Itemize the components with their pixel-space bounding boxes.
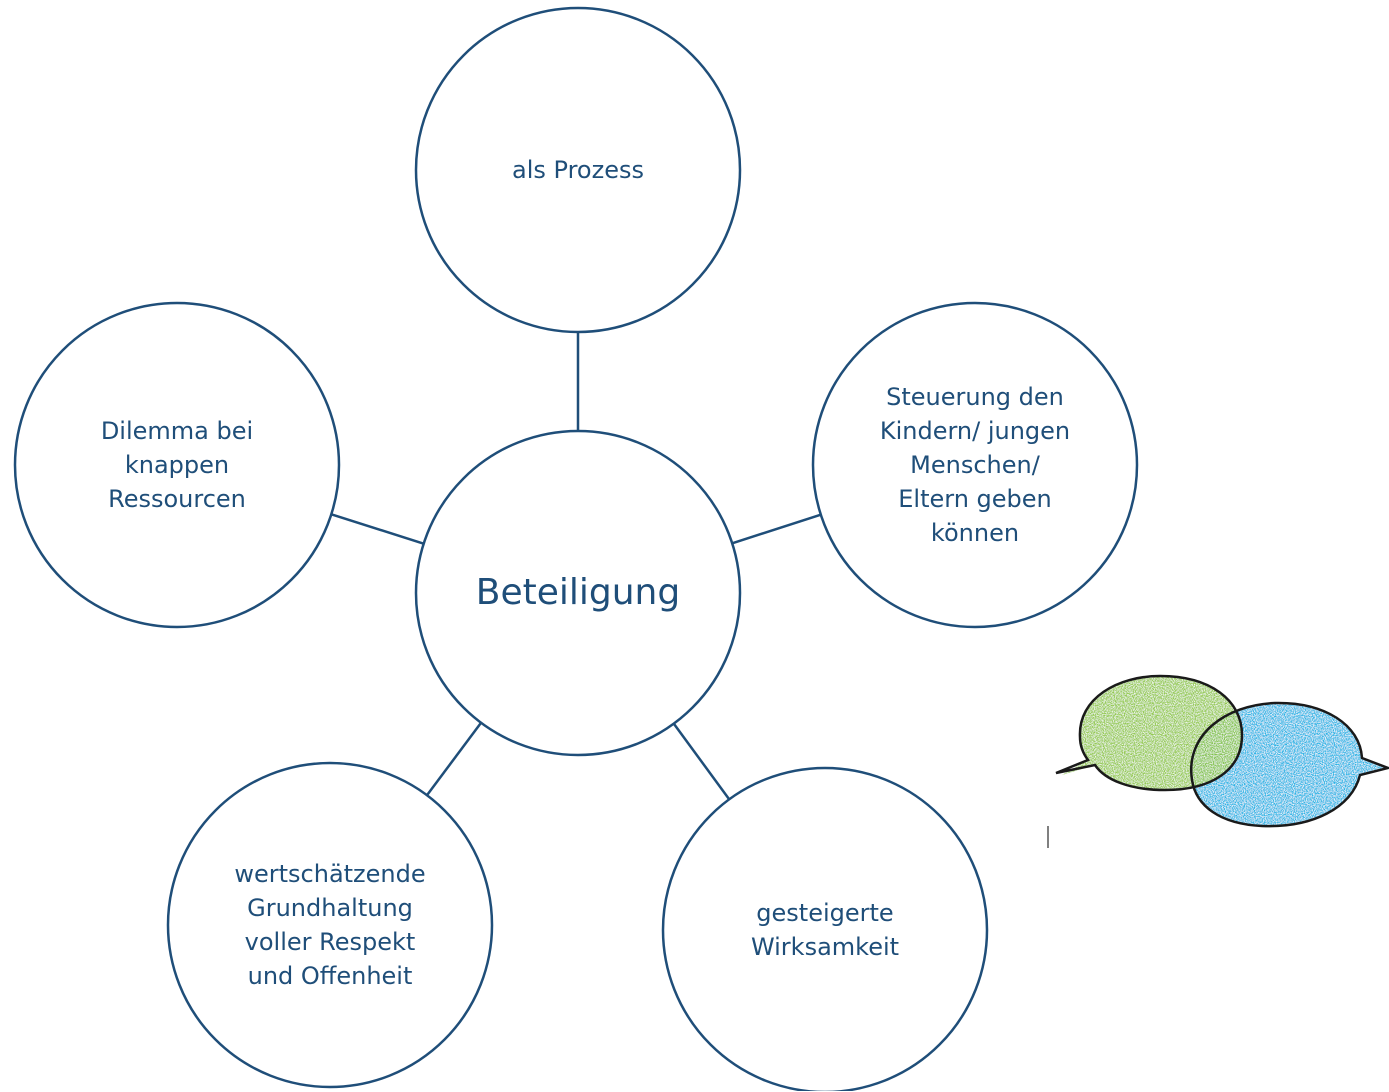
connector-bottom-left xyxy=(425,722,483,796)
circles xyxy=(13,6,1139,1091)
connector-bottom-right xyxy=(672,722,731,801)
node-label-right: Steuerung den Kindern/ jungen Menschen/ … xyxy=(879,383,1071,547)
center-label: Beteiligung xyxy=(475,572,681,613)
connector-left xyxy=(330,513,425,545)
node-circle-bottom-right xyxy=(661,766,989,1091)
node-label-bottom-right: gesteigerte Wirksamkeit xyxy=(750,899,900,961)
center-circle xyxy=(414,429,742,757)
connectors xyxy=(330,332,822,801)
node-circle-bottom-left xyxy=(166,761,494,1089)
connector-right xyxy=(731,513,822,545)
speech-bubbles-icon xyxy=(1047,674,1389,848)
node-label-left: Dilemma bei knappen Ressourcen xyxy=(100,417,254,513)
node-circle-right xyxy=(811,301,1139,629)
node-circle-top xyxy=(414,6,742,334)
green-speech-bubble xyxy=(1062,676,1242,790)
green-bubble-outline xyxy=(1055,674,1244,792)
blue-bubble-outline xyxy=(1189,701,1389,828)
node-circle-left xyxy=(13,301,341,629)
node-label-bottom-left: wertschätzende Grundhaltung voller Respe… xyxy=(234,860,426,990)
node-label-top: als Prozess xyxy=(512,156,644,184)
